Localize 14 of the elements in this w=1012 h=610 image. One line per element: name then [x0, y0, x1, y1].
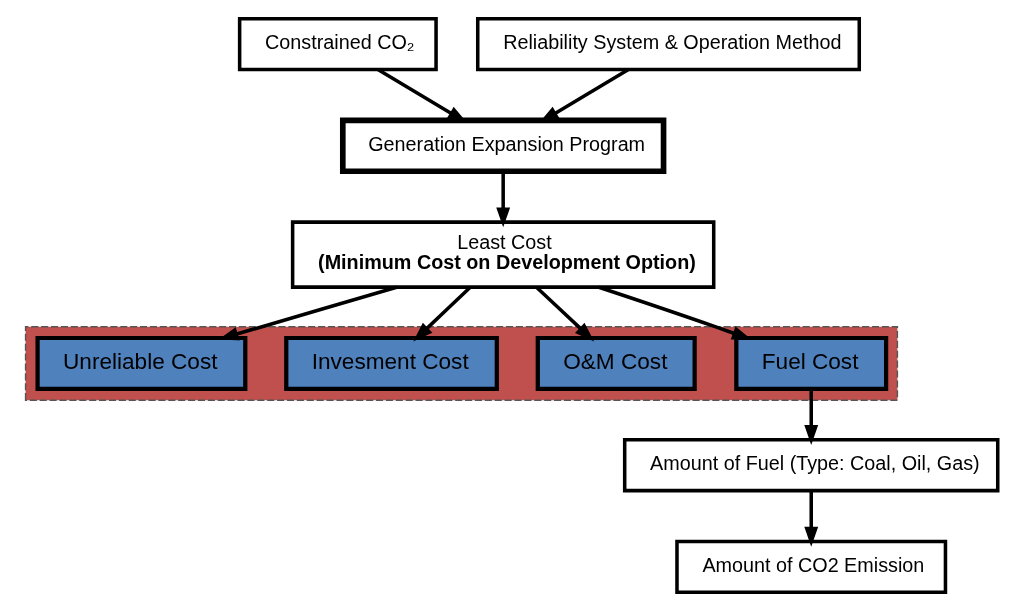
- node-box: Least Cost (Minimum Cost on Development Option): [290, 219, 716, 289]
- node-box: Constrained CO₂: [237, 16, 438, 71]
- node-box: Generation Expansion Program: [339, 117, 667, 174]
- node-box: Fuel Cost: [734, 335, 889, 391]
- node-box: Unreliable Cost: [35, 335, 248, 391]
- arrow: [413, 285, 472, 341]
- node-box: Amount of CO2 Emission: [675, 539, 948, 594]
- node-box: Invesment Cost: [284, 335, 499, 391]
- node-box: O&M Cost: [535, 335, 697, 391]
- arrow: [804, 388, 819, 445]
- node-box: Reliability System & Operation Method: [475, 16, 862, 71]
- arrow: [535, 285, 595, 341]
- node-box: Amount of Fuel (Type: Coal, Oil, Gas): [622, 437, 1000, 492]
- arrow: [804, 490, 819, 547]
